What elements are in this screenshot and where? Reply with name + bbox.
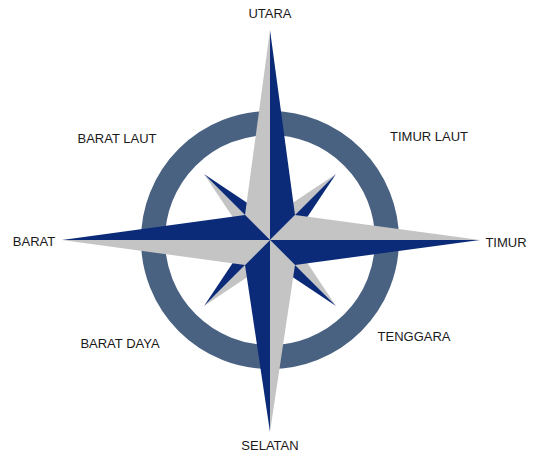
direction-label: BARAT — [13, 235, 55, 249]
direction-label: UTARA — [248, 7, 291, 21]
direction-label: TIMUR LAUT — [390, 130, 468, 144]
direction-label: SELATAN — [241, 439, 298, 453]
point-half — [245, 240, 270, 432]
direction-label: BARAT DAYA — [80, 337, 159, 351]
point-half — [270, 30, 295, 240]
point-half — [270, 215, 480, 240]
point-half — [270, 240, 295, 432]
point-half — [245, 30, 270, 240]
cardinal-points — [62, 30, 480, 432]
point-half — [62, 240, 270, 265]
point-half — [62, 215, 270, 240]
direction-label: TIMUR — [485, 236, 526, 250]
direction-label: TENGGARA — [378, 330, 451, 344]
point-half — [270, 240, 480, 265]
direction-label: BARAT LAUT — [78, 132, 157, 146]
